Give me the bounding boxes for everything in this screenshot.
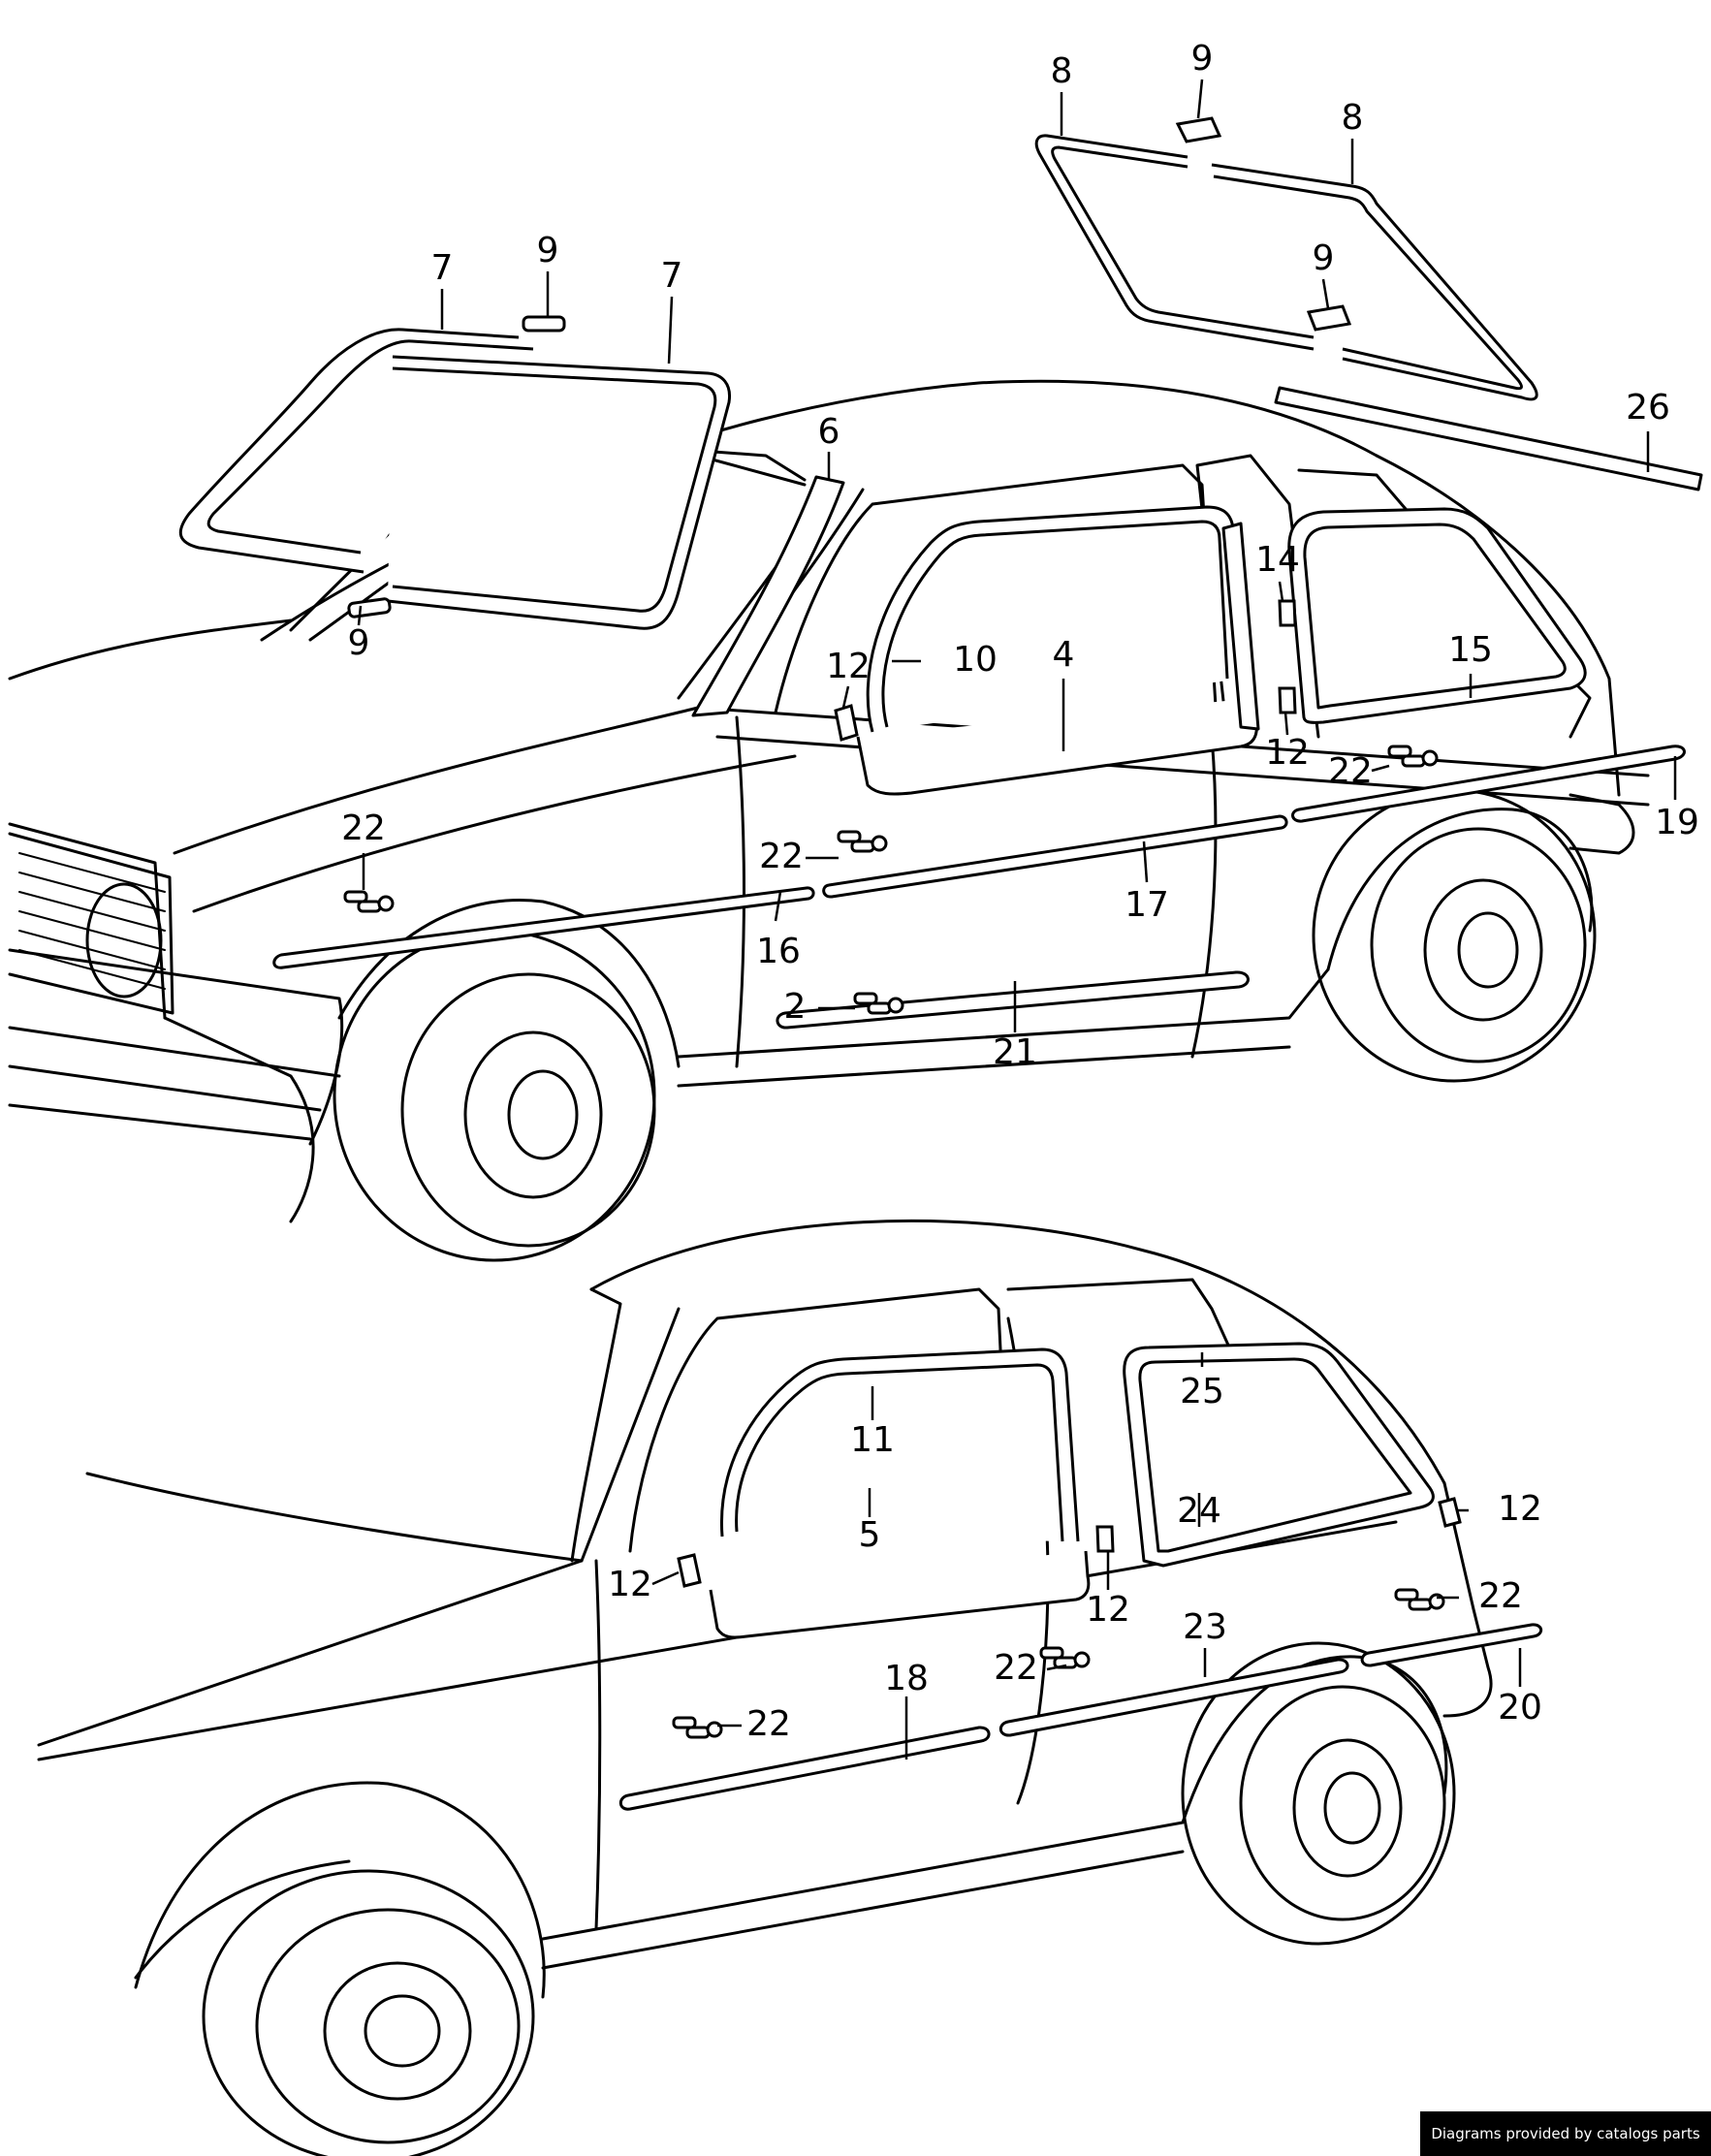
callout-17: 17 bbox=[1125, 885, 1169, 925]
callout-11: 11 bbox=[850, 1420, 895, 1460]
upper-fastener-clusters bbox=[343, 745, 1439, 1015]
callout-20: 20 bbox=[1498, 1688, 1542, 1728]
callout-7-left: 7 bbox=[431, 248, 454, 288]
callout-12-lower-rear: 12 bbox=[1498, 1489, 1542, 1529]
callout-26: 26 bbox=[1626, 388, 1670, 428]
callout-9-rear-top: 9 bbox=[1191, 39, 1214, 79]
clip-part-9-top bbox=[522, 315, 566, 333]
credit-footer: Diagrams provided by catalogs parts bbox=[1420, 2111, 1711, 2156]
clip-part-9-rear-top bbox=[1175, 116, 1222, 143]
upper-side-mouldings bbox=[272, 745, 1686, 1030]
callout-18: 18 bbox=[884, 1659, 929, 1698]
moulding-16 bbox=[272, 886, 815, 969]
moulding-21 bbox=[776, 970, 1250, 1030]
callout-22-lower-mid: 22 bbox=[994, 1648, 1038, 1688]
callout-22-lower-front: 22 bbox=[746, 1704, 791, 1744]
callout-9-rear-mid: 9 bbox=[1313, 238, 1335, 278]
callout-19: 19 bbox=[1655, 803, 1699, 842]
windscreen-seal-parts bbox=[178, 315, 732, 630]
lower-rear-door-window-seals bbox=[1123, 1342, 1435, 1568]
callout-10: 10 bbox=[953, 640, 998, 680]
callout-12-upper-rear: 12 bbox=[1265, 733, 1310, 773]
callout-25: 25 bbox=[1180, 1372, 1224, 1411]
clip-part-9-bottom bbox=[347, 597, 392, 618]
callout-12-upper-front: 12 bbox=[826, 647, 871, 686]
callout-8-right: 8 bbox=[1342, 98, 1364, 138]
callout-6: 6 bbox=[818, 412, 840, 452]
a-pillar-trim-6 bbox=[691, 475, 845, 717]
front-door-window-seals bbox=[856, 505, 1260, 796]
rear-window-seal-parts bbox=[1034, 116, 1703, 491]
callout-22-front-fender: 22 bbox=[341, 808, 386, 848]
callout-16: 16 bbox=[756, 932, 801, 971]
callout-14: 14 bbox=[1255, 540, 1300, 580]
callout-24: 24 bbox=[1177, 1491, 1221, 1531]
lower-small-clips bbox=[677, 1497, 1462, 1588]
moulding-18 bbox=[618, 1726, 991, 1811]
callout-5: 5 bbox=[859, 1515, 881, 1555]
leader-lines bbox=[357, 79, 1677, 1760]
moulding-17 bbox=[822, 814, 1288, 899]
callout-22-lower-rear: 22 bbox=[1478, 1576, 1523, 1616]
moulding-20 bbox=[1360, 1623, 1543, 1667]
lower-front-door-window-seals bbox=[709, 1348, 1091, 1639]
callout-4: 4 bbox=[1053, 635, 1075, 675]
roof-trim-26 bbox=[1274, 386, 1703, 491]
callout-labels: 2 4 5 6 7 7 8 8 9 9 9 9 10 11 12 12 12 1… bbox=[341, 39, 1699, 1744]
lower-car-drawing bbox=[37, 1219, 1493, 2156]
moulding-23 bbox=[998, 1658, 1349, 1737]
callout-22-front-door: 22 bbox=[759, 837, 804, 876]
callout-12-lower-mid: 12 bbox=[1086, 1590, 1130, 1630]
callout-23: 23 bbox=[1183, 1607, 1227, 1647]
callout-21: 21 bbox=[993, 1032, 1037, 1072]
callout-9-windscreen-bottom: 9 bbox=[348, 623, 370, 663]
lower-side-mouldings bbox=[618, 1623, 1543, 1811]
callout-12-lower-front: 12 bbox=[608, 1565, 652, 1604]
callout-22-rear-door: 22 bbox=[1328, 751, 1373, 791]
callout-2: 2 bbox=[784, 987, 807, 1027]
callout-8-left: 8 bbox=[1051, 51, 1073, 91]
callout-9-windscreen-top: 9 bbox=[537, 231, 559, 270]
rear-door-window-seals bbox=[1287, 507, 1587, 724]
clip-part-9-rear-mid bbox=[1306, 304, 1352, 332]
upper-car-drawing bbox=[8, 379, 1650, 1262]
callout-15: 15 bbox=[1448, 630, 1493, 670]
callout-7-right: 7 bbox=[661, 256, 683, 296]
upper-small-clips bbox=[834, 599, 1297, 742]
